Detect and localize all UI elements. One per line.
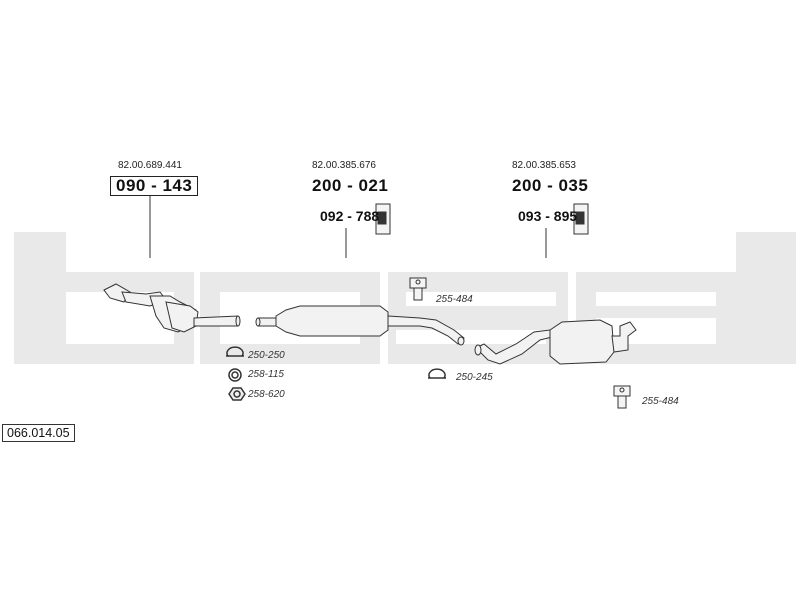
rear-muffler xyxy=(474,319,637,365)
oem-number: 82.00.385.676 xyxy=(312,160,376,171)
nut-icon xyxy=(228,387,246,401)
accessory-label: 258-115 xyxy=(248,369,284,380)
middle-muffler xyxy=(255,305,465,346)
front-pipe-catalyst xyxy=(103,283,241,333)
ring-icon xyxy=(228,368,242,382)
mount-093-895-icon xyxy=(573,203,589,235)
clamp-icon xyxy=(428,368,446,379)
mount-092-788-icon xyxy=(375,203,391,235)
hanger-icon xyxy=(613,385,631,409)
hanger-icon xyxy=(409,277,427,301)
oem-number: 82.00.385.653 xyxy=(512,160,576,171)
oem-number: 82.00.689.441 xyxy=(118,160,182,171)
accessory-label: 258-620 xyxy=(248,389,285,400)
mount-number[interactable]: 092 - 788 xyxy=(320,208,380,224)
mount-number[interactable]: 093 - 895 xyxy=(518,208,578,224)
part-number[interactable]: 200 - 021 xyxy=(312,176,389,195)
diagram-reference: 066.014.05 xyxy=(2,424,75,442)
accessory-label: 255-484 xyxy=(436,294,473,305)
part-number[interactable]: 090 - 143 xyxy=(110,176,199,196)
part-number[interactable]: 200 - 035 xyxy=(512,176,589,195)
clamp-icon xyxy=(226,346,244,357)
accessory-label: 250-245 xyxy=(456,372,493,383)
accessory-label: 255-484 xyxy=(642,396,679,407)
accessory-label: 250-250 xyxy=(248,350,285,361)
